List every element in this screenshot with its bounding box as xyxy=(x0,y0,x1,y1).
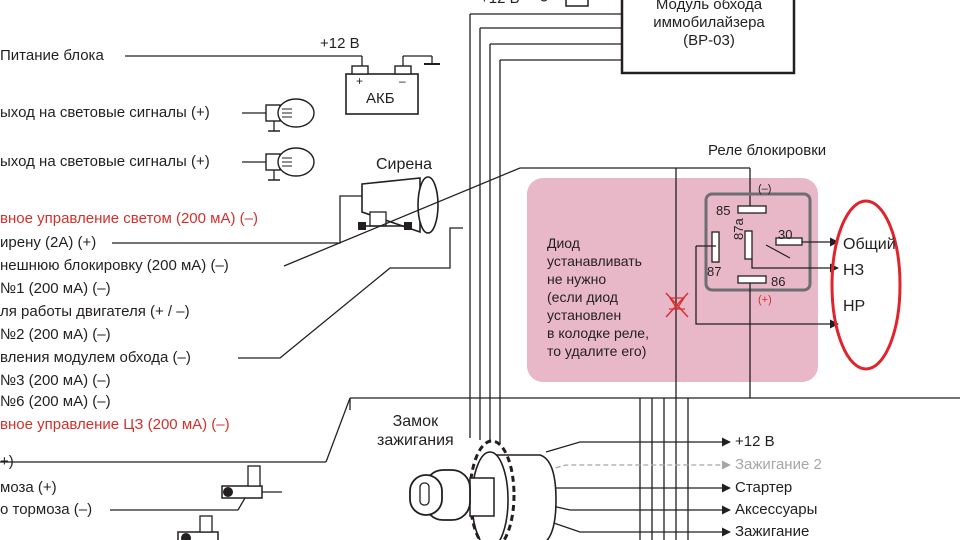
diode-note-line: не нужно xyxy=(547,271,607,287)
left-wire-label: +) xyxy=(0,453,14,470)
left-wire-label: о тормоза (–) xyxy=(0,501,93,518)
relay-output-common: Общий xyxy=(843,236,896,253)
relay-plus: (+) xyxy=(758,294,772,306)
brake-switch-icon xyxy=(221,465,282,499)
relay-pin-87a: 87a xyxy=(731,218,746,240)
relay-pin-85: 85 xyxy=(716,203,731,218)
module-tab xyxy=(565,0,589,7)
left-wire-label: №1 (200 мА) (–) xyxy=(0,280,111,297)
relay-zone xyxy=(527,178,818,382)
diode-note-line: то удалите его) xyxy=(547,343,647,359)
ignition-output: Аксессуары xyxy=(735,501,818,518)
relay-output-no: НР xyxy=(843,298,866,315)
module-title-line: (BP-03) xyxy=(683,32,735,49)
relay-output-nc: НЗ xyxy=(843,262,865,279)
ignition-lock-icon xyxy=(409,439,557,540)
power-label: Питание блока xyxy=(0,47,104,64)
battery-symbol xyxy=(345,73,419,115)
left-wire-label: моза (+) xyxy=(0,479,57,496)
diode-note: Диод устанавливать не нужно (если диод у… xyxy=(547,234,697,360)
left-wire-label: вное управление ЦЗ (200 мА) (–) xyxy=(0,416,230,433)
ignition-output: Зажигание 2 xyxy=(735,456,822,473)
diode-note-line: установлен xyxy=(547,307,622,323)
diode-note-line: устанавливать xyxy=(547,253,642,269)
siren-icon xyxy=(358,176,439,234)
siren-label: Сирена xyxy=(376,156,433,173)
left-wire-label: №3 (200 мА) (–) xyxy=(0,372,111,389)
ignition-output: +12 В xyxy=(735,433,775,450)
battery-label: АКБ xyxy=(366,90,395,107)
power-voltage: +12 В xyxy=(320,35,360,52)
left-wire-label: вное управление светом (200 мА) (–) xyxy=(0,210,258,227)
diode-crossed-icon xyxy=(665,292,689,318)
diode-note-line: Диод xyxy=(547,235,580,251)
relay-pin-86: 86 xyxy=(771,274,786,289)
left-wire-label: ыход на световые сигналы (+) xyxy=(0,104,210,121)
relay-title: Реле блокировки xyxy=(708,142,827,159)
relay-pin-87: 87 xyxy=(707,264,722,279)
diode-note-line: (если диод xyxy=(547,289,618,305)
relay-pin-30: 30 xyxy=(778,227,793,242)
left-wire-label: ирену (2А) (+) xyxy=(0,234,97,251)
highlight-ellipse xyxy=(830,199,902,371)
module-title: Модуль обхода иммобилайзера (BP-03) xyxy=(624,0,794,50)
battery-plus: + xyxy=(356,74,364,88)
ignition-title: Замок зажигания xyxy=(377,412,454,450)
diode-note-line: в колодке реле, xyxy=(547,325,649,341)
ignition-title-line: Замок xyxy=(392,413,439,430)
left-wire-label: нешнюю блокировку (200 мА) (–) xyxy=(0,257,229,274)
left-wire-label: вления модулем обхода (–) xyxy=(0,349,191,366)
module-title-line: Модуль обхода xyxy=(655,0,763,13)
ignition-title-line: зажигания xyxy=(377,432,454,449)
left-wire-label: ля работы двигателя (+ / –) xyxy=(0,303,190,320)
ignition-output: Стартер xyxy=(735,479,793,496)
ignition-output: Зажигание xyxy=(735,523,810,540)
battery-minus: – xyxy=(399,74,406,88)
lamp-icon xyxy=(265,147,315,181)
brake-switch-icon xyxy=(177,515,219,540)
left-wire-label: №6 (200 мА) (–) xyxy=(0,393,111,410)
lamp-icon xyxy=(265,98,315,132)
module-title-line: иммобилайзера xyxy=(653,14,765,31)
left-wire-label: №2 (200 мА) (–) xyxy=(0,326,111,343)
module-top-voltage: +12 В xyxy=(480,0,520,8)
module-box xyxy=(620,0,796,75)
relay-minus: (–) xyxy=(758,183,772,195)
left-wire-label: ыход на световые сигналы (+) xyxy=(0,153,210,170)
